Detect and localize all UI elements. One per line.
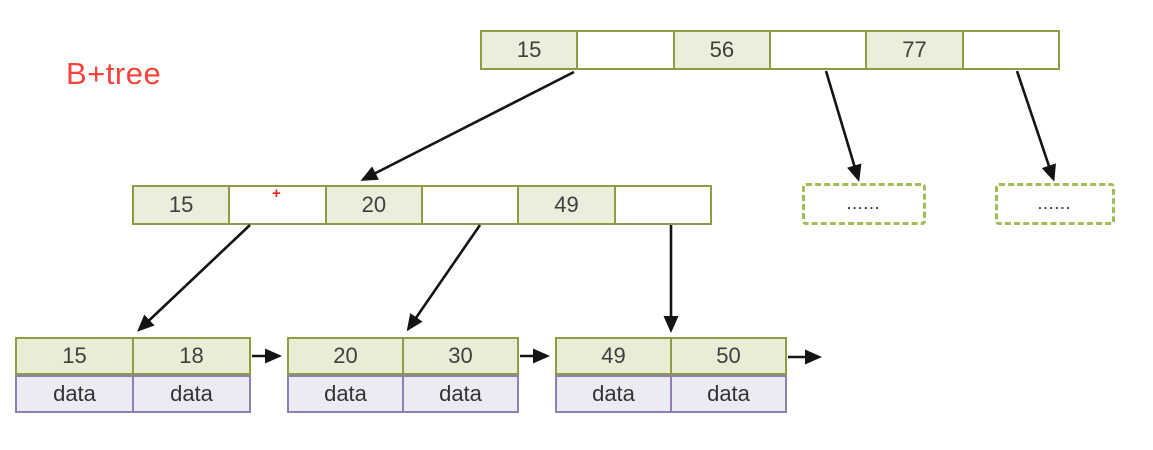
dashed-node-label: ......	[1038, 196, 1072, 212]
internal-key-cell: 49	[517, 185, 616, 225]
leaf-key-row: 49 50	[555, 337, 787, 375]
leaf-data-cell: data	[132, 375, 251, 413]
leaf-key-row: 15 18	[15, 337, 251, 375]
arrow-root-to-internal	[360, 70, 575, 181]
leaf-node-2: 20 30 data data	[287, 337, 519, 413]
leaf-data-cell: data	[402, 375, 519, 413]
leaf-node-1: 15 18 data data	[15, 337, 251, 413]
page-title: B+tree	[66, 56, 162, 91]
dashed-node-1: ......	[802, 183, 926, 225]
leaf-key-cell: 30	[402, 337, 519, 375]
internal-node: 15 20 49 +	[132, 185, 712, 225]
leaf-data-cell: data	[555, 375, 672, 413]
leaf-data-row: data data	[287, 375, 519, 413]
dashed-node-label: ......	[847, 196, 881, 212]
plus-mark: +	[272, 185, 281, 202]
arrow-root-to-dashed-1	[824, 70, 862, 182]
arrow-internal-to-leaf-1	[137, 224, 251, 332]
internal-pointer-cell	[420, 185, 520, 225]
root-node: 15 56 77	[480, 30, 1060, 70]
root-pointer-cell	[961, 30, 1060, 70]
root-key-cell: 56	[672, 30, 771, 70]
root-pointer-cell	[768, 30, 868, 70]
leaf-key-cell: 49	[555, 337, 672, 375]
leaf-key-cell: 18	[132, 337, 251, 375]
leaf-node-3: 49 50 data data	[555, 337, 787, 413]
leaf-key-cell: 50	[670, 337, 787, 375]
root-pointer-cell	[576, 30, 675, 70]
leaf-data-cell: data	[670, 375, 787, 413]
leaf-data-cell: data	[15, 375, 134, 413]
leaf-data-row: data data	[555, 375, 787, 413]
leaf-key-cell: 15	[15, 337, 134, 375]
leaf-data-row: data data	[15, 375, 251, 413]
arrow-internal-to-leaf-2	[406, 224, 482, 332]
arrow-root-to-dashed-2	[1015, 70, 1056, 182]
leaf-data-cell: data	[287, 375, 404, 413]
internal-key-cell: 15	[132, 185, 231, 225]
dashed-node-2: ......	[995, 183, 1115, 225]
internal-key-cell: 20	[324, 185, 423, 225]
leaf-key-row: 20 30	[287, 337, 519, 375]
root-key-cell: 77	[865, 30, 964, 70]
root-key-cell: 15	[480, 30, 579, 70]
internal-pointer-cell	[613, 185, 712, 225]
leaf-key-cell: 20	[287, 337, 404, 375]
